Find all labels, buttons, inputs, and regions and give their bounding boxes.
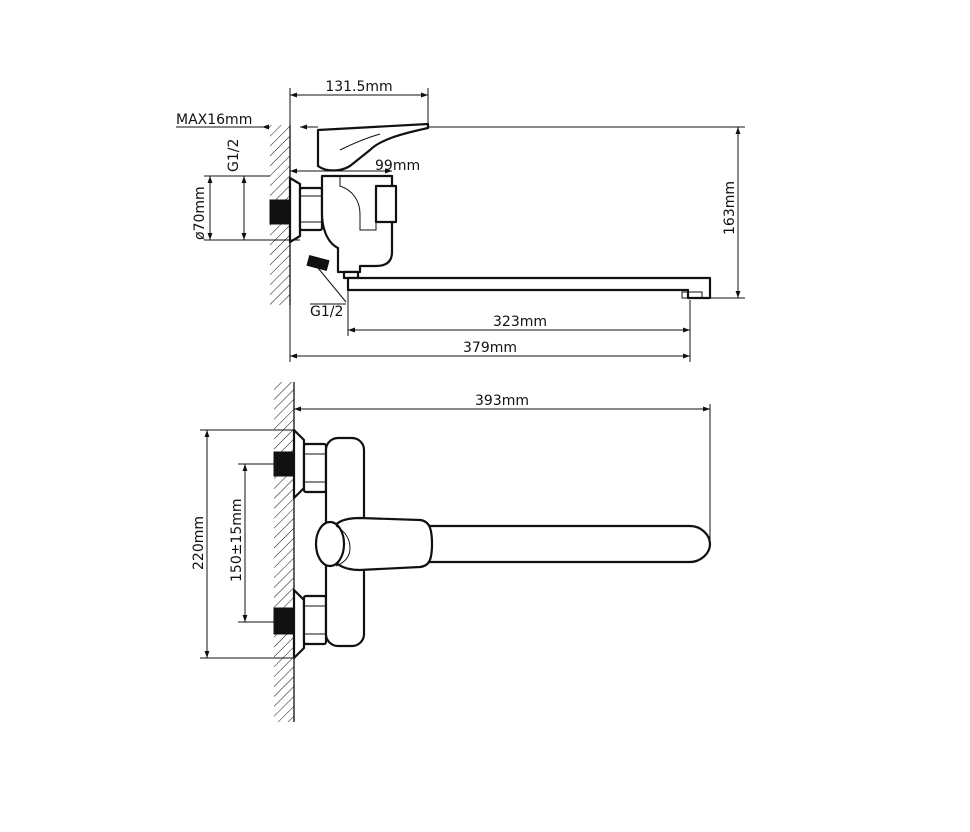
side-cartridge-cap — [374, 184, 398, 224]
side-flange — [288, 176, 302, 244]
side-spout — [346, 276, 712, 300]
wall-inlet-side — [269, 199, 291, 225]
dim-163mm: 163mm — [722, 181, 738, 235]
side-bottom-outlet — [306, 254, 330, 272]
top-flange-lower — [292, 588, 306, 660]
dim-max16mm: MAX16mm — [176, 112, 252, 128]
dim-220mm: 220mm — [191, 516, 207, 570]
dim-g12-top: G1/2 — [226, 139, 242, 172]
top-flange-upper — [292, 428, 306, 500]
top-spout — [398, 524, 712, 564]
top-nut-lower — [302, 594, 328, 646]
dim-379mm: 379mm — [463, 340, 517, 356]
dim-150-15mm: 150±15mm — [229, 498, 245, 582]
dim-323mm: 323mm — [493, 314, 547, 330]
side-mixer-body — [320, 174, 394, 274]
side-hex-nut — [298, 186, 324, 232]
side-view: 131.5mm MAX16mm G1/2 ø70mm 99mm 163mm — [176, 79, 745, 362]
dim-131-5mm: 131.5mm — [325, 79, 392, 95]
top-inlet-lower — [273, 607, 295, 635]
dim-99mm: 99mm — [375, 158, 420, 174]
top-view: 393mm 220mm 150±15mm — [191, 382, 712, 722]
top-lever-handle — [328, 516, 434, 572]
dim-393mm: 393mm — [475, 393, 529, 409]
wall-hatch-top — [274, 382, 294, 722]
top-nut-upper — [302, 442, 328, 494]
dim-g12-bottom: G1/2 — [310, 304, 343, 320]
top-inlet-upper — [273, 451, 295, 477]
dim-d70mm: ø70mm — [192, 186, 208, 240]
